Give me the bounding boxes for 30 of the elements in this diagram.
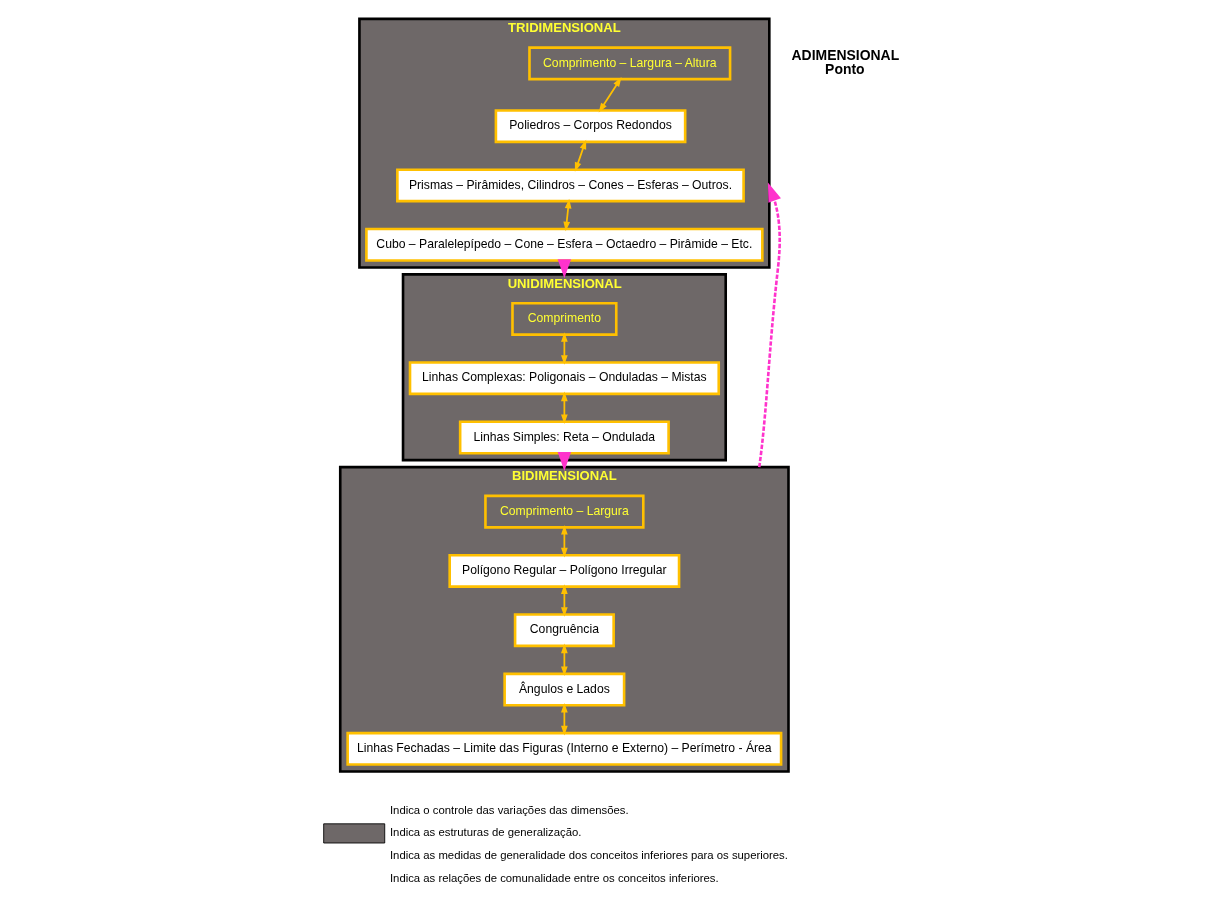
arrow: [561, 643, 568, 677]
arrow: [574, 139, 587, 172]
label: Ponto: [825, 60, 865, 77]
node-box: Congruência: [513, 613, 615, 648]
arrow: [561, 584, 568, 617]
arrow: [561, 525, 568, 558]
node-box: Linhas Complexas: Poligonais – Onduladas – Mistas: [408, 361, 721, 396]
node-box: Cubo – Paralelepípedo – Cone – Esfera – Octaedro – Pirâmide – Etc.: [365, 227, 764, 262]
arrow: [563, 198, 572, 232]
node-box: Poliedros – Corpos Redondos: [494, 109, 687, 144]
node-box: Linhas Simples: Reta – Ondulada: [458, 420, 670, 455]
arrow: [757, 182, 781, 468]
arrow: [557, 451, 572, 472]
arrow: [561, 702, 568, 736]
legend-label: Indica o controle das variações das dimensões.: [389, 803, 629, 816]
legend-label: Indica as medidas de generalidade dos conceitos inferiores para os superiores.: [389, 849, 788, 862]
label: ADIMENSIONAL: [791, 46, 900, 63]
arrow: [598, 77, 622, 113]
legend-label: Indica as relações de comunalidade entre os conceitos inferiores.: [389, 871, 719, 884]
legend-label: Indica as estruturas de generalização.: [389, 826, 582, 839]
node-box: Comprimento – Largura – Altura: [528, 46, 732, 81]
arrow: [561, 391, 568, 425]
node-box: Comprimento: [511, 301, 618, 336]
node-box: Comprimento – Largura: [484, 494, 645, 529]
arrow: [561, 332, 568, 365]
arrow: [557, 259, 572, 279]
node-box: Polígono Regular – Polígono Irregular: [448, 553, 681, 588]
node-box: Prismas – Pirâmides, Cilindros – Cones – Esferas – Outros.: [396, 168, 745, 203]
node-box: Ângulos e Lados: [503, 672, 626, 707]
node-box: Linhas Fechadas – Limite das Figuras (Interno e Externo) – Perímetro - Área: [346, 731, 783, 766]
